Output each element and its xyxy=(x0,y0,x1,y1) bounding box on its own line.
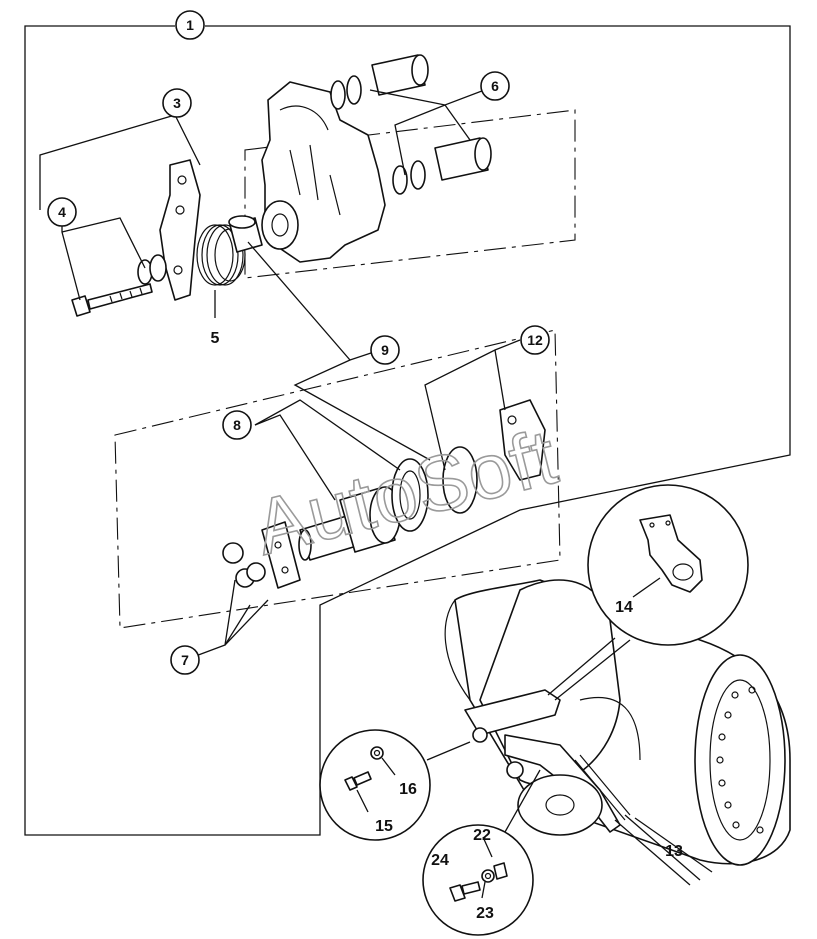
svg-text:9: 9 xyxy=(381,342,389,358)
svg-text:1: 1 xyxy=(186,17,194,33)
label-23: 23 xyxy=(476,905,494,922)
svg-text:4: 4 xyxy=(58,204,66,220)
svg-text:3: 3 xyxy=(173,95,181,111)
part-9-rings xyxy=(391,446,478,532)
svg-text:12: 12 xyxy=(527,332,543,348)
callout-8: 8 xyxy=(222,410,252,440)
label-14: 14 xyxy=(615,599,633,616)
part-12-cam xyxy=(499,399,546,481)
callout-7: 7 xyxy=(170,645,200,675)
bushing xyxy=(228,215,263,253)
part-5-spring xyxy=(196,224,246,286)
flange-bolts xyxy=(716,686,764,834)
leader-lines xyxy=(39,85,661,899)
label-5: 5 xyxy=(211,330,220,347)
svg-text:8: 8 xyxy=(233,417,241,433)
detail-circle-22-23-24 xyxy=(422,769,541,936)
part-6-bushings-washers xyxy=(330,54,492,195)
label-22: 22 xyxy=(473,827,491,844)
label-16: 16 xyxy=(399,781,417,798)
part-8-shaft xyxy=(298,486,401,561)
svg-text:7: 7 xyxy=(181,652,189,668)
part-7-flange-rings xyxy=(222,521,301,589)
brake-lever-linkage xyxy=(464,689,713,886)
callout-3: 3 xyxy=(162,88,192,118)
callout-9: 9 xyxy=(370,335,400,365)
callout-4: 4 xyxy=(47,197,77,227)
part-3-bracket-arm xyxy=(159,159,201,301)
detail-circle-15-16 xyxy=(319,729,471,841)
svg-text:6: 6 xyxy=(491,78,499,94)
upper-bracket-housing xyxy=(261,81,386,263)
label-24: 24 xyxy=(431,852,449,869)
assembly-outline xyxy=(24,25,791,836)
callout-6: 6 xyxy=(480,71,510,101)
callout-1: 1 xyxy=(175,10,205,40)
label-15: 15 xyxy=(375,818,393,835)
part-4-bolt xyxy=(71,254,167,317)
lower-subassembly-boundary xyxy=(114,329,561,629)
callout-12: 12 xyxy=(520,325,550,355)
detail-circle-14 xyxy=(547,484,749,701)
label-13: 13 xyxy=(665,843,683,860)
